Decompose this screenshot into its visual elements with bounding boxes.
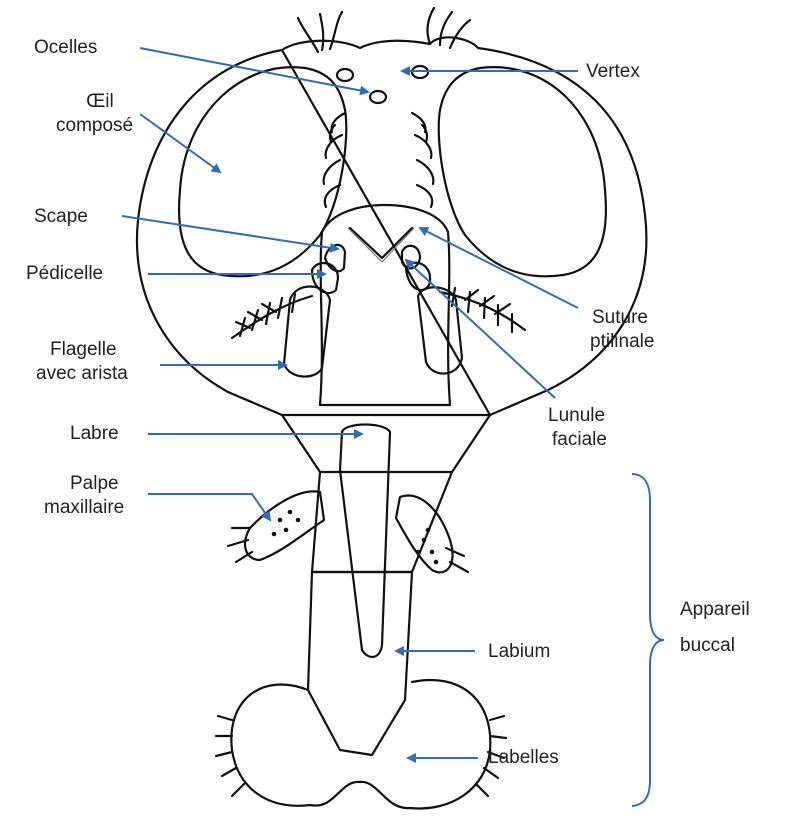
clypeus: [282, 415, 490, 472]
label-lunule-line2: faciale: [552, 428, 607, 451]
face-plate: [320, 205, 450, 405]
head-capsule: [137, 37, 646, 415]
label-vertex: Vertex: [586, 60, 640, 83]
leader-ocelles: [140, 48, 368, 92]
ocellus-left: [337, 69, 353, 81]
compound-eye-right: [439, 67, 606, 276]
maxillary-palp-right: [396, 496, 453, 573]
leader-lunule: [406, 260, 555, 398]
label-labre: Labre: [70, 422, 119, 445]
leader-palpe: [148, 494, 270, 520]
antenna-pedicel-left: [312, 263, 338, 293]
labium: [308, 572, 412, 755]
labella: [231, 680, 490, 808]
leader-scape: [122, 216, 338, 249]
label-pedicelle: Pédicelle: [26, 262, 103, 285]
label-flagelle-line1: Flagelle: [50, 338, 117, 361]
label-ocelles: Ocelles: [34, 36, 97, 59]
antenna-flagellum-left: [284, 287, 330, 377]
label-scape: Scape: [34, 205, 88, 228]
brace-appareil-buccal: [632, 474, 664, 806]
label-labelles: Labelles: [488, 746, 559, 769]
label-oeil-line2: composé: [56, 114, 133, 137]
label-suture-line2: ptilinale: [590, 330, 654, 353]
ocellus-center: [370, 91, 386, 103]
labrum: [340, 425, 390, 657]
antenna-pedicel-right: [406, 263, 430, 290]
label-lunule-line1: Lunule: [548, 404, 605, 427]
label-palpe-line1: Palpe: [70, 472, 119, 495]
label-labium: Labium: [488, 640, 550, 663]
label-appareil-line1: Appareil: [680, 598, 750, 621]
label-palpe-line2: maxillaire: [44, 496, 124, 519]
label-oeil-line1: Œil: [70, 90, 130, 113]
label-appareil-line2: buccal: [680, 634, 735, 657]
label-flagelle-line2: avec arista: [36, 362, 128, 385]
label-suture-line1: Suture: [592, 306, 648, 329]
